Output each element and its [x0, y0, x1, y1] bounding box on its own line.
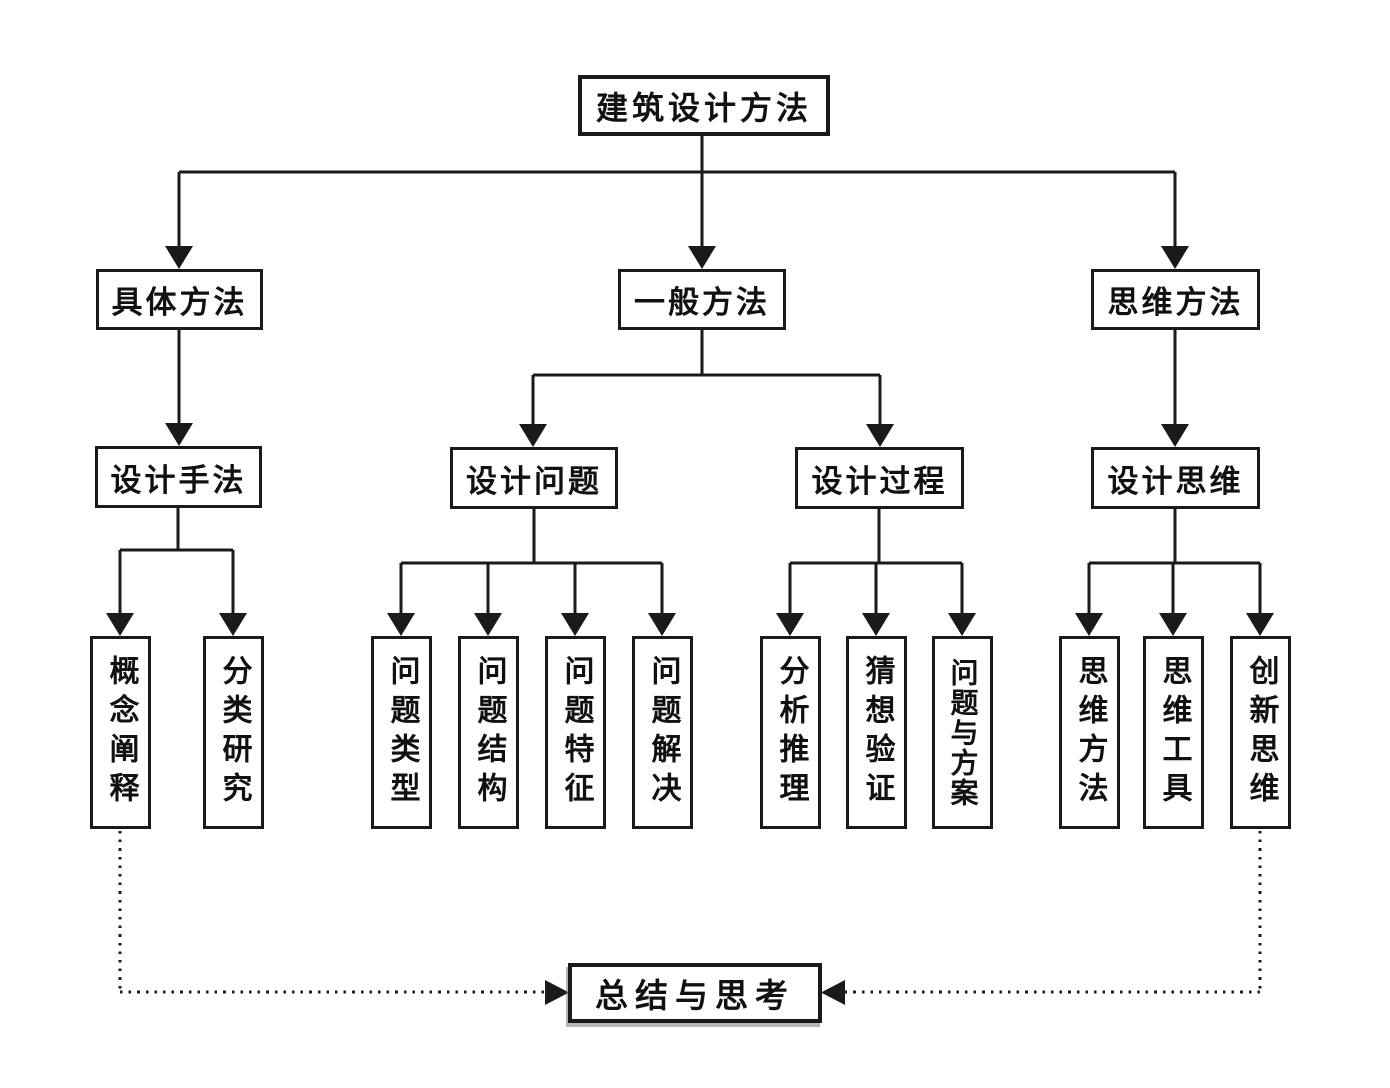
leaf-label: 创新思维	[1244, 654, 1278, 811]
arrowheads	[106, 246, 1274, 1005]
leaf-label: 思维工具	[1157, 654, 1191, 811]
node-design-problem: 设计问题	[450, 447, 618, 509]
node-specific-methods: 具体方法	[96, 269, 263, 330]
leaf-label: 问题与方案	[947, 657, 979, 808]
leaf-label: 概念阐释	[104, 654, 138, 811]
leaf-label: 问题特征	[559, 654, 593, 811]
leaf-thinking-method: 思维方法	[1059, 636, 1120, 829]
node-design-process: 设计过程	[795, 447, 964, 509]
leaf-innovative-thinking: 创新思维	[1230, 636, 1291, 829]
node-architectural-design-methods: 建筑设计方法	[578, 75, 830, 136]
leaf-concept-interpretation: 概念阐释	[90, 636, 151, 829]
leaf-problem-and-scheme: 问题与方案	[932, 636, 993, 829]
leaf-label: 思维方法	[1073, 654, 1107, 811]
leaf-problem-solving: 问题解决	[632, 636, 693, 829]
leaf-classification-research: 分类研究	[203, 636, 264, 829]
leaf-problem-feature: 问题特征	[545, 636, 606, 829]
connector-level2-to-level3	[177, 330, 1177, 428]
connector-dotted-to-summary	[118, 831, 1262, 994]
connector-level3-to-leaves	[118, 508, 1262, 617]
leaf-label: 分析推理	[774, 654, 808, 811]
node-general-methods: 一般方法	[618, 269, 786, 330]
leaf-analysis-reasoning: 分析推理	[760, 636, 821, 829]
leaf-thinking-tool: 思维工具	[1143, 636, 1204, 829]
node-design-technique: 设计手法	[95, 446, 262, 508]
leaf-conjecture-verification: 猜想验证	[846, 636, 907, 829]
connector-root-to-level2	[177, 136, 1177, 250]
leaf-label: 猜想验证	[860, 654, 894, 811]
node-summary-and-reflection: 总结与思考	[568, 963, 822, 1023]
node-thinking-methods: 思维方法	[1091, 269, 1260, 330]
leaf-label: 问题解决	[646, 654, 680, 811]
leaf-problem-structure: 问题结构	[458, 636, 519, 829]
leaf-label: 问题结构	[472, 654, 506, 811]
leaf-label: 问题类型	[385, 654, 419, 811]
leaf-label: 分类研究	[217, 654, 251, 811]
node-design-thinking: 设计思维	[1091, 447, 1260, 509]
leaf-problem-type: 问题类型	[371, 636, 432, 829]
